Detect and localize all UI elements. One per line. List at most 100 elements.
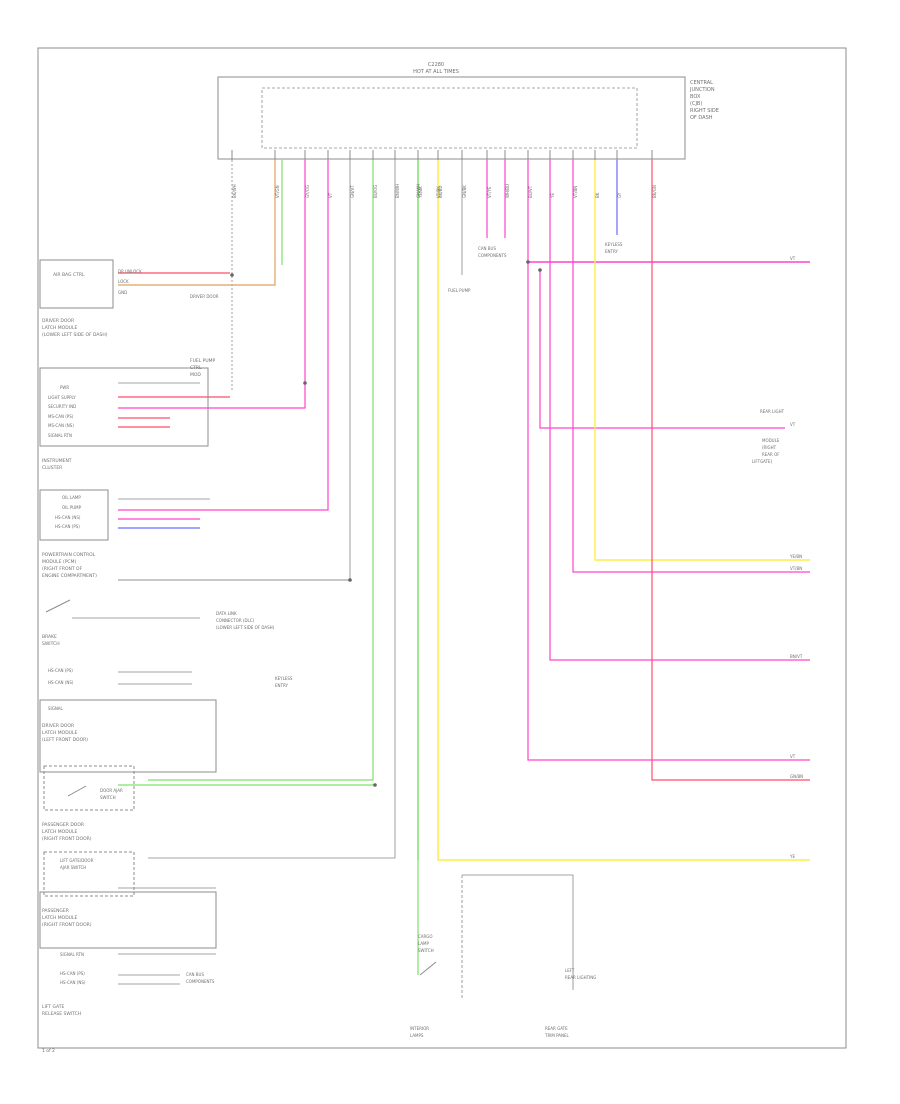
- interior-lamp-0: INTERIOR: [410, 1026, 429, 1031]
- wire-9: [437, 160, 810, 861]
- wire-1: [118, 160, 276, 286]
- cargo-switch-1: LAMP: [418, 941, 430, 946]
- wire-label-w2: VT/GN: [275, 185, 280, 198]
- wire-13: [527, 160, 810, 761]
- fuel-pump-module: FUEL PUMP CTRL MOD PWR LIGHT SUPPLY SECU…: [39, 358, 216, 471]
- brake-switch-label-0: BRAKE: [42, 634, 57, 640]
- wire-15: [539, 270, 785, 429]
- lf-label-1: LATCH MODULE: [42, 730, 77, 736]
- module-name-3: (CJB): [690, 101, 702, 107]
- cargo-switch-2: SWITCH: [418, 948, 434, 953]
- cluster-pin-3: HS-CAN (PS): [55, 524, 80, 529]
- lf-door-module: HS-CAN (PS) HS-CAN (NS) SIGNAL DRIVER DO…: [39, 668, 293, 773]
- right-wire-label: VT: [790, 422, 796, 427]
- wire-18: [594, 160, 810, 561]
- wire-16: [549, 160, 810, 661]
- wire-label-w1: BK/WH: [232, 184, 237, 198]
- pcm-label-1: MODULE (PCM): [42, 559, 76, 565]
- splice-dot: [538, 268, 542, 272]
- splice-dot: [303, 381, 307, 385]
- wire-6: [148, 160, 374, 781]
- module-name-4: RIGHT SIDE: [690, 108, 719, 114]
- splice-dot: [373, 783, 377, 787]
- wire-3: [118, 160, 306, 409]
- fuel-pin-4: MS-CAN (NS): [48, 423, 74, 428]
- liftgate-lamp-1: RELEASE SWITCH: [42, 1011, 81, 1017]
- rf-pin-1: HS-CAN (PS): [60, 971, 85, 976]
- airbag-pin-2: GND: [118, 290, 127, 295]
- wire-label-w19: VT/BK: [436, 186, 441, 198]
- right-wire-label: YE: [789, 854, 795, 859]
- lf-pin-0: HS-CAN (PS): [48, 668, 73, 673]
- wire-label-w14: YE: [550, 193, 555, 199]
- airbag-ctrl-label: AIR BAG CTRL: [53, 272, 85, 278]
- right-annotations: REAR LIGHT MODULE (RIGHT REAR OF LIFTGAT…: [448, 242, 785, 464]
- airbag-pin-0: DR UNLOCK: [118, 269, 142, 274]
- module-name-2: BOX: [690, 94, 701, 100]
- fuel-pin-1: LIGHT SUPPLY: [48, 395, 76, 400]
- module-top-label: HOT AT ALL TIMES: [413, 69, 459, 75]
- can-note-1: COMPONENTS: [186, 979, 215, 984]
- module-pin-labels: [231, 150, 653, 160]
- wire-label-w4: VT: [328, 192, 333, 198]
- airbag-note-0: DRIVER DOOR: [190, 294, 219, 299]
- can-note-0: CAN BUS: [186, 972, 204, 977]
- wire-label-w15: VT/BN: [573, 186, 578, 198]
- liftgate-1: AJAR SWITCH: [60, 865, 86, 870]
- wire-label-w16: BK: [595, 192, 600, 198]
- brake-note-1: CONNECTOR (DLC): [216, 618, 255, 623]
- wire-label-w20: GN/WH: [416, 184, 421, 198]
- door-ajar-switch: DOOR AJAR SWITCH PASSENGER DOOR LATCH MO…: [42, 765, 135, 842]
- airbag-desc-2: (LOWER LEFT SIDE OF DASH): [42, 332, 108, 338]
- keyless-0: KEYLESS: [605, 242, 623, 247]
- central-junction-box: C2280 HOT AT ALL TIMES CENTRAL JUNCTION …: [217, 62, 719, 160]
- lf-pin-1: HS-CAN (NS): [48, 680, 74, 685]
- rear-right-3: REAR OF: [762, 452, 780, 457]
- cluster-label-1: CLUSTER: [42, 465, 62, 471]
- wire-17: [572, 160, 810, 573]
- right-wire-label: VT: [790, 754, 796, 759]
- lf-note-0: KEYLESS: [275, 676, 293, 681]
- brake-switch-label-1: SWITCH: [42, 641, 60, 647]
- door-ajar-label-0: DOOR AJAR: [100, 788, 123, 793]
- fuel-pin-3: MS-CAN (PS): [48, 414, 74, 419]
- wire-label-w18: BK/GN: [652, 185, 657, 198]
- rear-right-4: LIFTGATE): [752, 459, 773, 464]
- wire-label-w13: BU/VT: [528, 185, 533, 198]
- cluster-pin-0: OIL LAMP: [62, 495, 81, 500]
- keyless-1: ENTRY: [605, 249, 618, 254]
- pcm-label-0: POWERTRAIN CONTROL: [42, 552, 96, 558]
- fuel-pin-5: SIGNAL RTN: [48, 433, 72, 438]
- cluster-pin-2: HS-CAN (NS): [55, 515, 81, 520]
- airbag-desc-0: DRIVER DOOR: [42, 318, 74, 324]
- fuel-pump-label-2: MOD: [190, 372, 201, 378]
- passenger-label-1: LATCH MODULE: [42, 915, 77, 921]
- right-wire-label: BN/VT: [790, 654, 803, 659]
- passenger-module: LIFT GATE/DOOR AJAR SWITCH PASSENGER LAT…: [39, 851, 217, 1017]
- cluster-label-0: INSTRUMENT: [42, 458, 72, 464]
- liftgate-lamp-0: LIFT GATE: [42, 1004, 64, 1010]
- module-name-5: OF DASH: [690, 115, 713, 121]
- wire-label-w7: BN/WH: [395, 184, 400, 198]
- rear-right-0: REAR LIGHT: [760, 409, 785, 414]
- rear-module-3: REAR LIGHTING: [565, 975, 596, 980]
- wire-label-w9: BK/BU: [438, 186, 443, 198]
- rear-module-2: LEFT: [565, 968, 575, 973]
- lf-pin-3: SIGNAL: [48, 706, 64, 711]
- wire-label-w10: GN/BK: [462, 185, 467, 198]
- fuel-pump-label-1: CTRL: [190, 365, 202, 371]
- brake-switch: BRAKE SWITCH DATA LINK CONNECTOR (DLC) (…: [42, 599, 275, 647]
- rear-module-0: REAR GATE: [545, 1026, 568, 1031]
- splice-dot: [526, 260, 530, 264]
- rear-right-1: MODULE: [762, 438, 780, 443]
- wire-label-w5: GN/VT: [350, 185, 355, 198]
- right-wire-label: VT/BN: [790, 566, 802, 571]
- cluster-pin-1: OIL PUMP: [62, 505, 82, 510]
- wire-label-w12: WH/BU: [505, 184, 510, 198]
- wire-label-w3: GY/OG: [305, 185, 310, 198]
- cargo-switch-0: CARGO: [418, 934, 433, 939]
- pcm-label-3: ENGINE COMPARTMENT): [42, 573, 97, 579]
